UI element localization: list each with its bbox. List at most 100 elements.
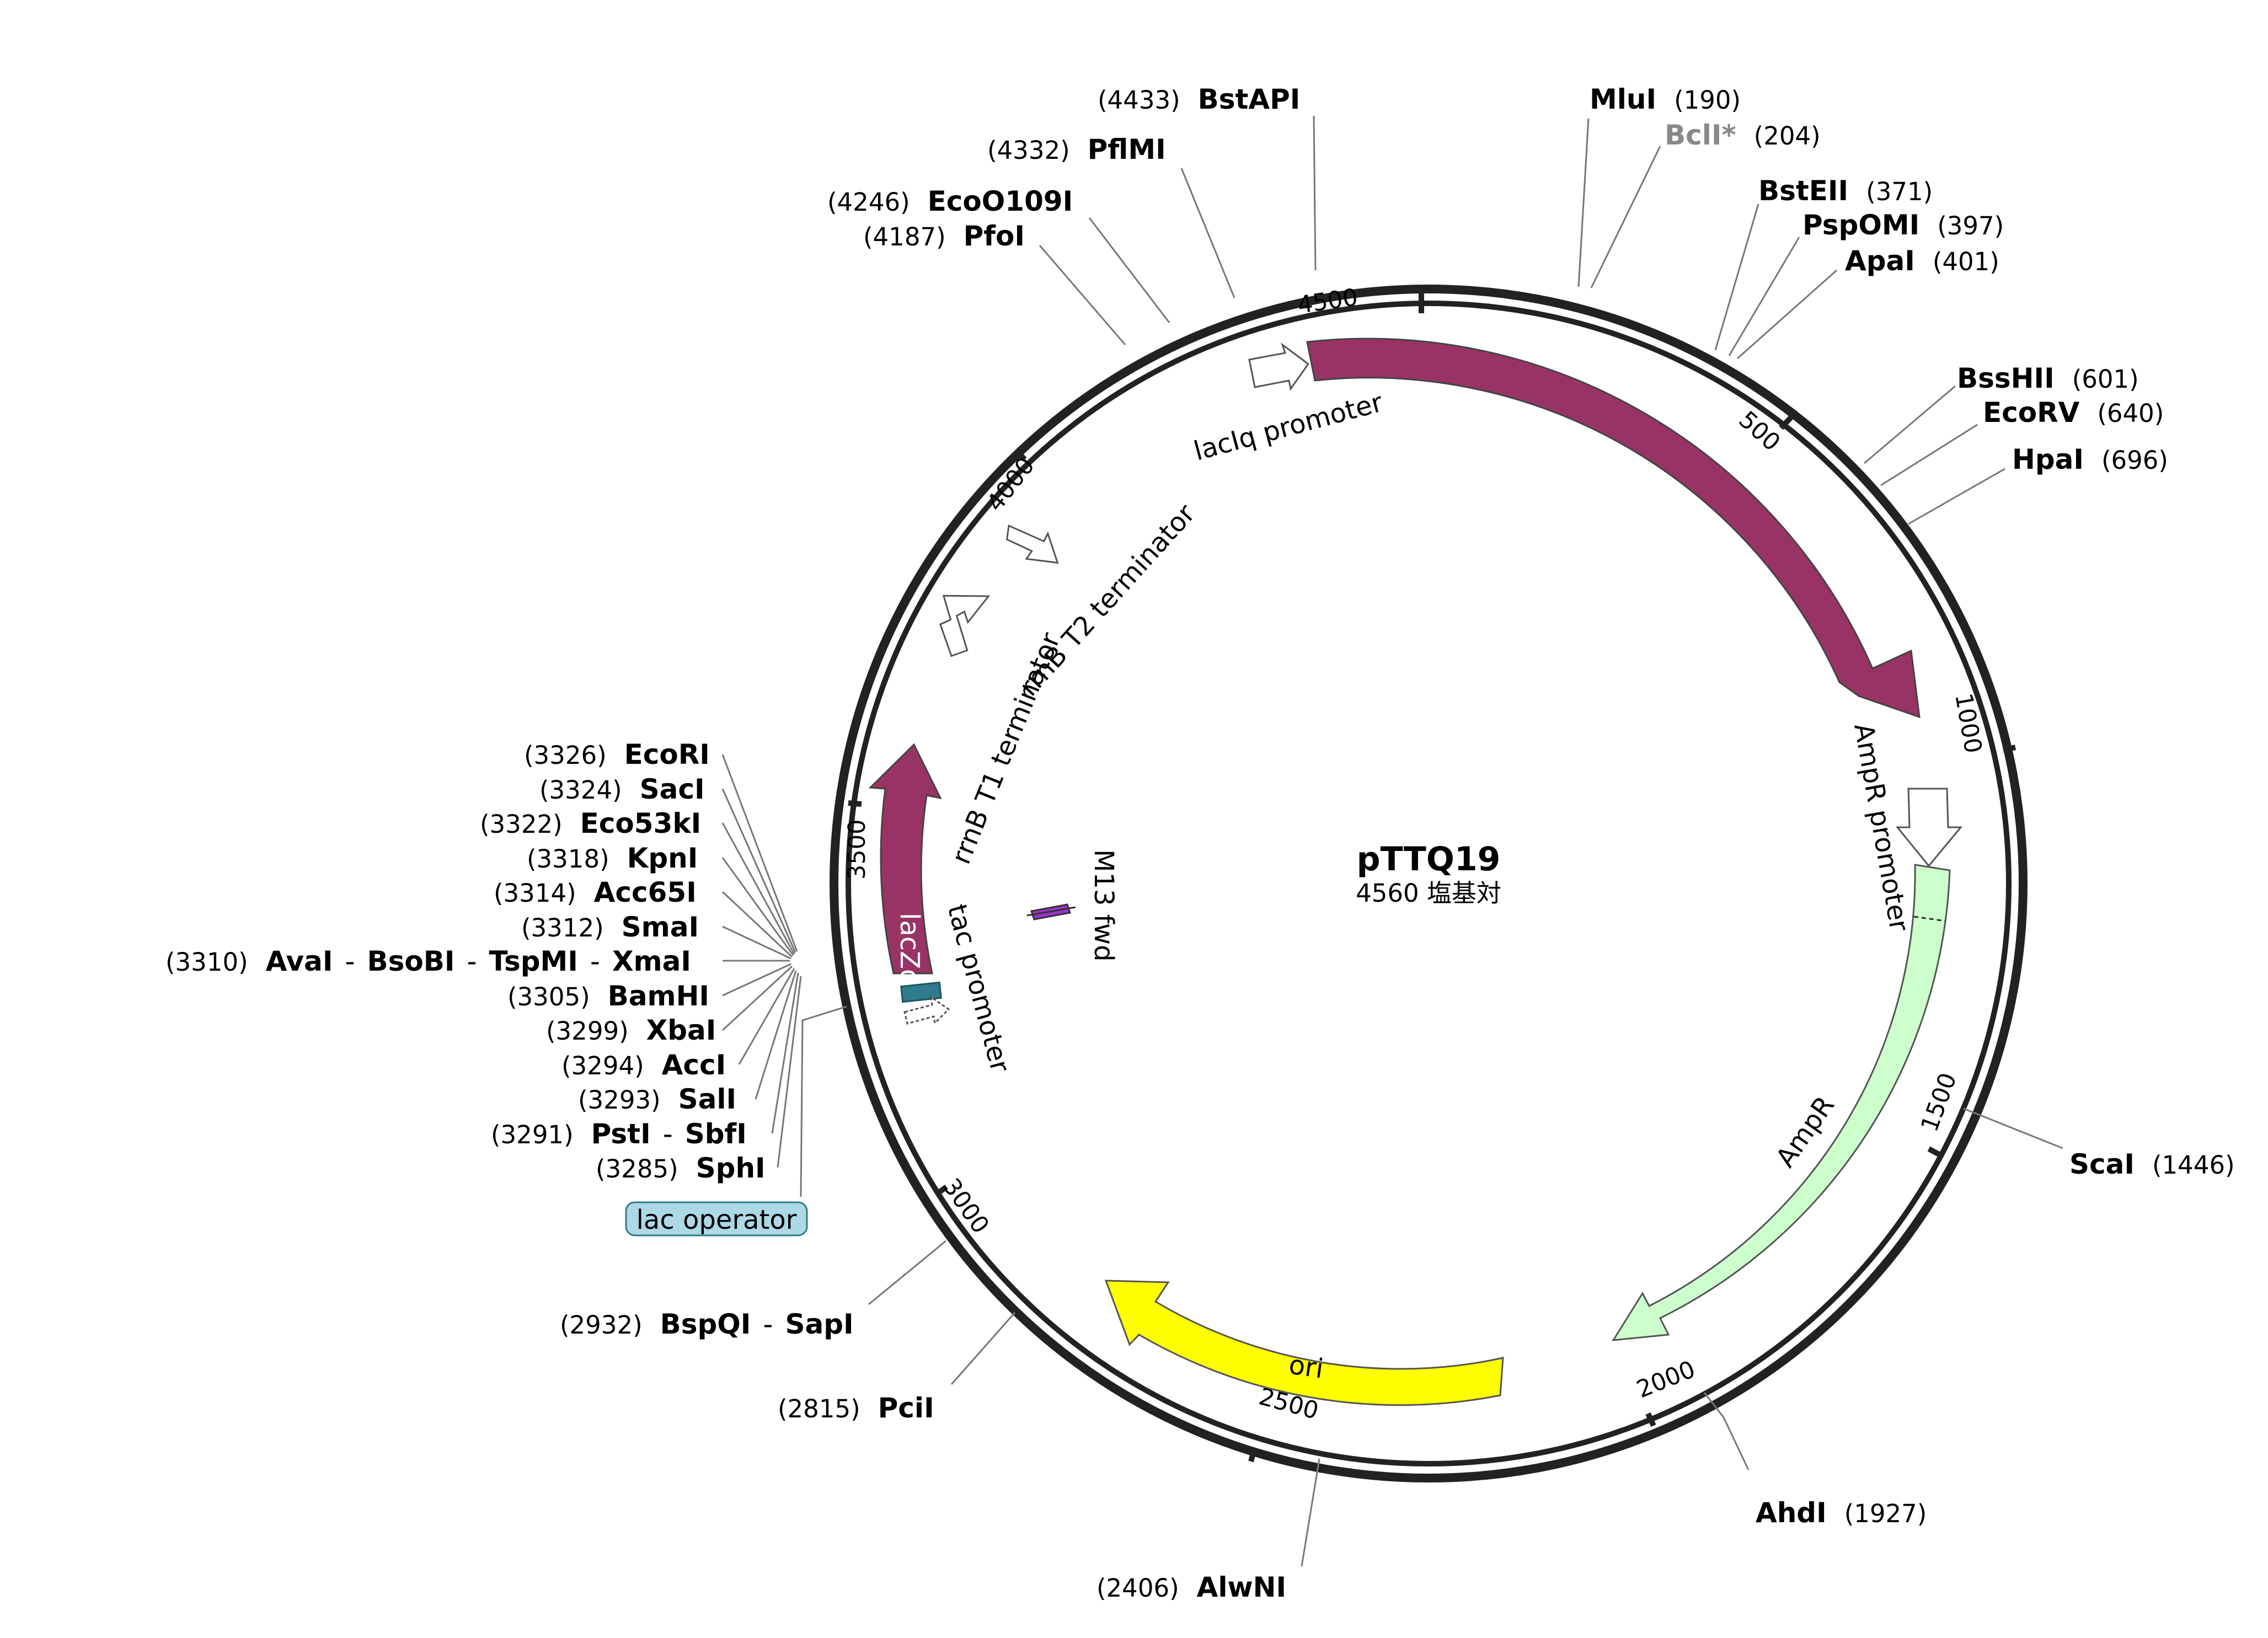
M13-fwd-label: M13 fwd <box>1088 849 1119 962</box>
site-KpnI-name: KpnI <box>627 842 698 874</box>
leader-SacI <box>721 788 796 953</box>
site-PstI-pos: (3291) <box>491 1120 574 1149</box>
site-ApaI: ApaI (401) <box>1845 245 1999 277</box>
site-SbfI-name: SbfI <box>685 1118 747 1150</box>
site-separator: - <box>663 1118 673 1150</box>
site-EcoO109I-name: EcoO109I <box>928 185 1073 217</box>
site-SalI-name: SalI <box>678 1083 737 1115</box>
site-XbaI-pos: (3299) <box>546 1016 629 1046</box>
site-AccI-pos: (3294) <box>561 1051 644 1080</box>
leader-AccI <box>738 968 795 1065</box>
site-AvaI-pos: (3310) <box>165 948 248 977</box>
site-PstI-SbfI: (3291) PstI - SbfI <box>491 1118 747 1150</box>
site-SapI-name: SapI <box>785 1308 853 1340</box>
site-BsoBI-name: BsoBI <box>367 945 455 977</box>
site-SmaI-pos: (3312) <box>521 913 604 943</box>
backbone-inner-ring <box>846 301 2012 1466</box>
plasmid-size: 4560 塩基対 <box>1356 879 1501 908</box>
tick-mark-3500 <box>848 800 862 807</box>
site-BspQI-pos: (2932) <box>560 1310 643 1340</box>
lac-operator-label: lac operator <box>636 1205 797 1235</box>
site-ApaI-pos: (401) <box>1933 247 1999 276</box>
site-BssHII-name: BssHII <box>1957 362 2055 394</box>
site-PspOMI: PspOMI (397) <box>1802 209 2004 241</box>
site-PspOMI-pos: (397) <box>1937 211 2004 240</box>
site-SacI: (3324) SacI <box>539 773 705 805</box>
leader-XbaI <box>721 965 793 1031</box>
leader-SphI <box>777 976 802 1168</box>
site-XmaI-name: XmaI <box>612 945 691 977</box>
leader-BamHI <box>722 963 791 997</box>
leader-EcoRI <box>721 754 798 952</box>
leader-AhdI <box>1703 1392 1750 1470</box>
site-PflMI: (4332) PflMI <box>987 133 1166 165</box>
site-XbaI: (3299) XbaI <box>546 1014 716 1046</box>
site-SmaI-name: SmaI <box>622 911 699 943</box>
site-PflMI-pos: (4332) <box>987 136 1070 165</box>
site-AhdI-pos: (1927) <box>1844 1499 1927 1528</box>
tick-mark-3000 <box>935 1184 948 1197</box>
site-XbaI-name: XbaI <box>646 1014 716 1046</box>
tac-promoter-label: tac promoter <box>941 901 1015 1076</box>
site-EcoRI-name: EcoRI <box>624 738 710 770</box>
site-SphI-name: SphI <box>696 1152 766 1184</box>
site-BamHI-pos: (3305) <box>507 982 590 1011</box>
leader-BssHII <box>1864 385 1956 464</box>
site-HpaI-pos: (696) <box>2101 446 2168 475</box>
site-MluI-pos: (190) <box>1674 85 1741 115</box>
AmpR-arrow <box>1612 864 1951 1341</box>
site-MluI: MluI (190) <box>1590 83 1741 115</box>
leader-AlwNI <box>1301 1458 1320 1567</box>
lacIq-promoter-label: lacIq promoter <box>1191 387 1387 467</box>
site-SacI-name: SacI <box>640 773 705 805</box>
site-ScaI-name: ScaI <box>2069 1148 2135 1180</box>
tick-mark-1500 <box>1927 1146 1943 1158</box>
site-PciI: (2815) PciI <box>778 1392 934 1424</box>
tick-marks <box>848 286 2016 1463</box>
site-BamHI-name: BamHI <box>608 980 709 1012</box>
leader-PfoI <box>1039 245 1126 345</box>
leader-lac-operator <box>800 1005 847 1197</box>
site-PflMI-name: PflMI <box>1088 133 1166 165</box>
site-AhdI: AhdI (1927) <box>1756 1497 1927 1529</box>
site-BstEII: BstEII (371) <box>1758 175 1933 207</box>
site-HpaI: HpaI (696) <box>2012 443 2168 475</box>
site-separator: - <box>590 945 600 977</box>
leader-PstI-SbfI <box>771 972 799 1134</box>
site-AlwNI-pos: (2406) <box>1096 1573 1179 1603</box>
lacZa-label: lacZα <box>894 913 925 987</box>
site-EcoRV: EcoRV (640) <box>1983 397 2164 429</box>
site-separator: - <box>763 1308 773 1340</box>
site-EcoO109I: (4246) EcoO109I <box>827 185 1073 217</box>
leader-Eco53kI <box>721 822 795 955</box>
site-EcoRI-pos: (3326) <box>524 741 607 770</box>
site-BssHII-pos: (601) <box>2072 365 2139 394</box>
site-ScaI-pos: (1446) <box>2152 1150 2235 1180</box>
tick-mark-1000 <box>2002 745 2016 753</box>
site-BstAPI: (4433) BstAPI <box>1098 83 1300 115</box>
leader-ScaI <box>1963 1107 2063 1149</box>
site-BclI-name: BclI* <box>1665 119 1736 151</box>
rrnB-T1-terminator-arrow <box>939 595 991 657</box>
site-BstEII-pos: (371) <box>1866 177 1933 206</box>
lacIq-promoter-arrow <box>1248 342 1310 391</box>
tac-promoter-arrow <box>903 995 950 1025</box>
AmpR-promoter-arrow <box>1895 788 1963 868</box>
tick-label-4500: 4500 <box>1296 283 1360 319</box>
site-SalI-pos: (3293) <box>578 1085 661 1115</box>
site-Eco53kI: (3322) Eco53kI <box>480 807 701 839</box>
site-AvaI-group: (3310) AvaI - BsoBI - TspMI - XmaI <box>165 945 691 977</box>
leader-SmaI <box>722 925 791 960</box>
backbone-outer-ring <box>830 285 2028 1482</box>
rrnB-T2-terminator-label: rrnB T2 terminator <box>1013 498 1201 702</box>
tick-mark-2500 <box>1248 1448 1257 1463</box>
site-AlwNI-name: AlwNI <box>1197 1571 1286 1603</box>
site-separator: - <box>467 945 477 977</box>
site-TspMI-name: TspMI <box>489 945 578 977</box>
tick-label-2000: 2000 <box>1633 1356 1699 1404</box>
M13-fwd-primer-line <box>1026 906 1076 917</box>
plasmid-name: pTTQ19 <box>1357 840 1501 879</box>
site-Eco53kI-name: Eco53kI <box>580 807 702 839</box>
leader-BstAPI <box>1313 115 1317 271</box>
